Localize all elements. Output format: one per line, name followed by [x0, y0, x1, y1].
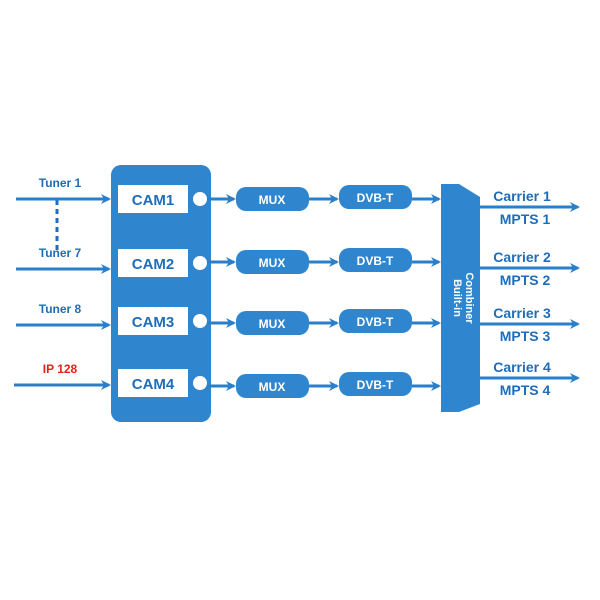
mpts-label-2: MPTS 2: [500, 272, 551, 288]
mpts-label-4: MPTS 4: [500, 382, 551, 398]
dvbt-label-3: DVB-T: [357, 315, 394, 329]
carrier-label-4: Carrier 4: [493, 359, 551, 375]
dvbt-label-1: DVB-T: [357, 191, 394, 205]
dvbt-block-2: [339, 248, 412, 272]
mpts-label-1: MPTS 1: [500, 211, 551, 227]
cam-label-3: CAM3: [132, 314, 175, 331]
cam-output-port-3: [193, 314, 207, 328]
input-label-4: IP 128: [43, 362, 78, 376]
cam-output-port-1: [193, 192, 207, 206]
mux-label-4: MUX: [259, 380, 286, 394]
mpts-label-3: MPTS 3: [500, 328, 551, 344]
input-label-2: Tuner 7: [39, 246, 82, 260]
cam-slot-3: [118, 307, 188, 335]
input-label-1: Tuner 1: [39, 176, 82, 190]
cam-slot-2: [118, 249, 188, 277]
cam-output-port-4: [193, 376, 207, 390]
cam-label-4: CAM4: [132, 376, 175, 393]
dvbt-block-4: [339, 372, 412, 396]
mux-block-4: [236, 374, 309, 398]
dvbt-label-2: DVB-T: [357, 254, 394, 268]
input-label-3: Tuner 8: [39, 302, 82, 316]
dvbt-label-4: DVB-T: [357, 378, 394, 392]
cam-slot-4: [118, 369, 188, 397]
combiner-label-line1: Built-in: [451, 279, 463, 317]
mux-block-2: [236, 250, 309, 274]
carrier-label-1: Carrier 1: [493, 188, 551, 204]
cam-label-1: CAM1: [132, 192, 175, 209]
dvbt-block-3: [339, 309, 412, 333]
mux-label-1: MUX: [259, 193, 286, 207]
mux-block-3: [236, 311, 309, 335]
mux-label-2: MUX: [259, 256, 286, 270]
cam-module-container: [111, 165, 211, 422]
cam-output-port-2: [193, 256, 207, 270]
carrier-label-2: Carrier 2: [493, 249, 551, 265]
mux-label-3: MUX: [259, 317, 286, 331]
combiner-label-line2: Combiner: [463, 272, 475, 324]
dvbt-block-1: [339, 185, 412, 209]
cam-label-2: CAM2: [132, 256, 175, 273]
built-in-combiner: [441, 184, 480, 412]
cam-slot-1: [118, 185, 188, 213]
mux-block-1: [236, 187, 309, 211]
carrier-label-3: Carrier 3: [493, 305, 551, 321]
